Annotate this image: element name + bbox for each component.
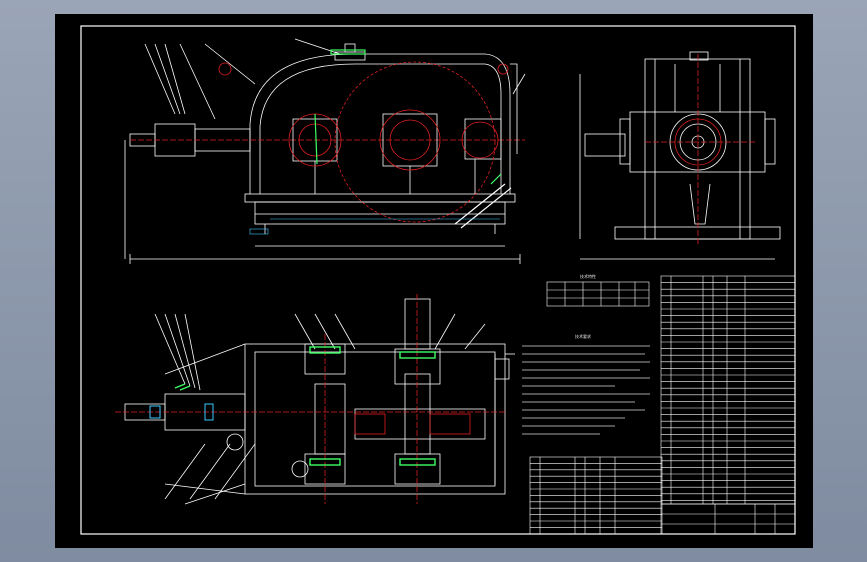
tech-requirements: 技术要求 bbox=[522, 333, 650, 435]
front-view-green-marks bbox=[314, 49, 502, 185]
plan-view-red bbox=[115, 294, 505, 504]
tech-characteristics-title: 技术特性 bbox=[580, 273, 596, 279]
parts-list-lower bbox=[529, 456, 663, 535]
tech-requirements-title: 技术要求 bbox=[575, 333, 591, 339]
plan-view-green bbox=[174, 346, 436, 466]
tech-characteristics-table bbox=[546, 281, 650, 307]
title-block bbox=[660, 503, 796, 535]
side-view bbox=[579, 51, 781, 260]
front-view-cyan bbox=[249, 218, 500, 235]
plan-view-cyan bbox=[149, 403, 214, 421]
front-view bbox=[124, 38, 526, 264]
drawing-viewport[interactable]: 技术特性 技术要求 bbox=[55, 14, 813, 548]
drawing-border bbox=[80, 25, 796, 535]
plan-view bbox=[124, 298, 515, 505]
parts-list bbox=[660, 275, 796, 505]
side-view-red bbox=[645, 54, 755, 244]
cad-drawing: 技术特性 技术要求 bbox=[80, 25, 796, 535]
